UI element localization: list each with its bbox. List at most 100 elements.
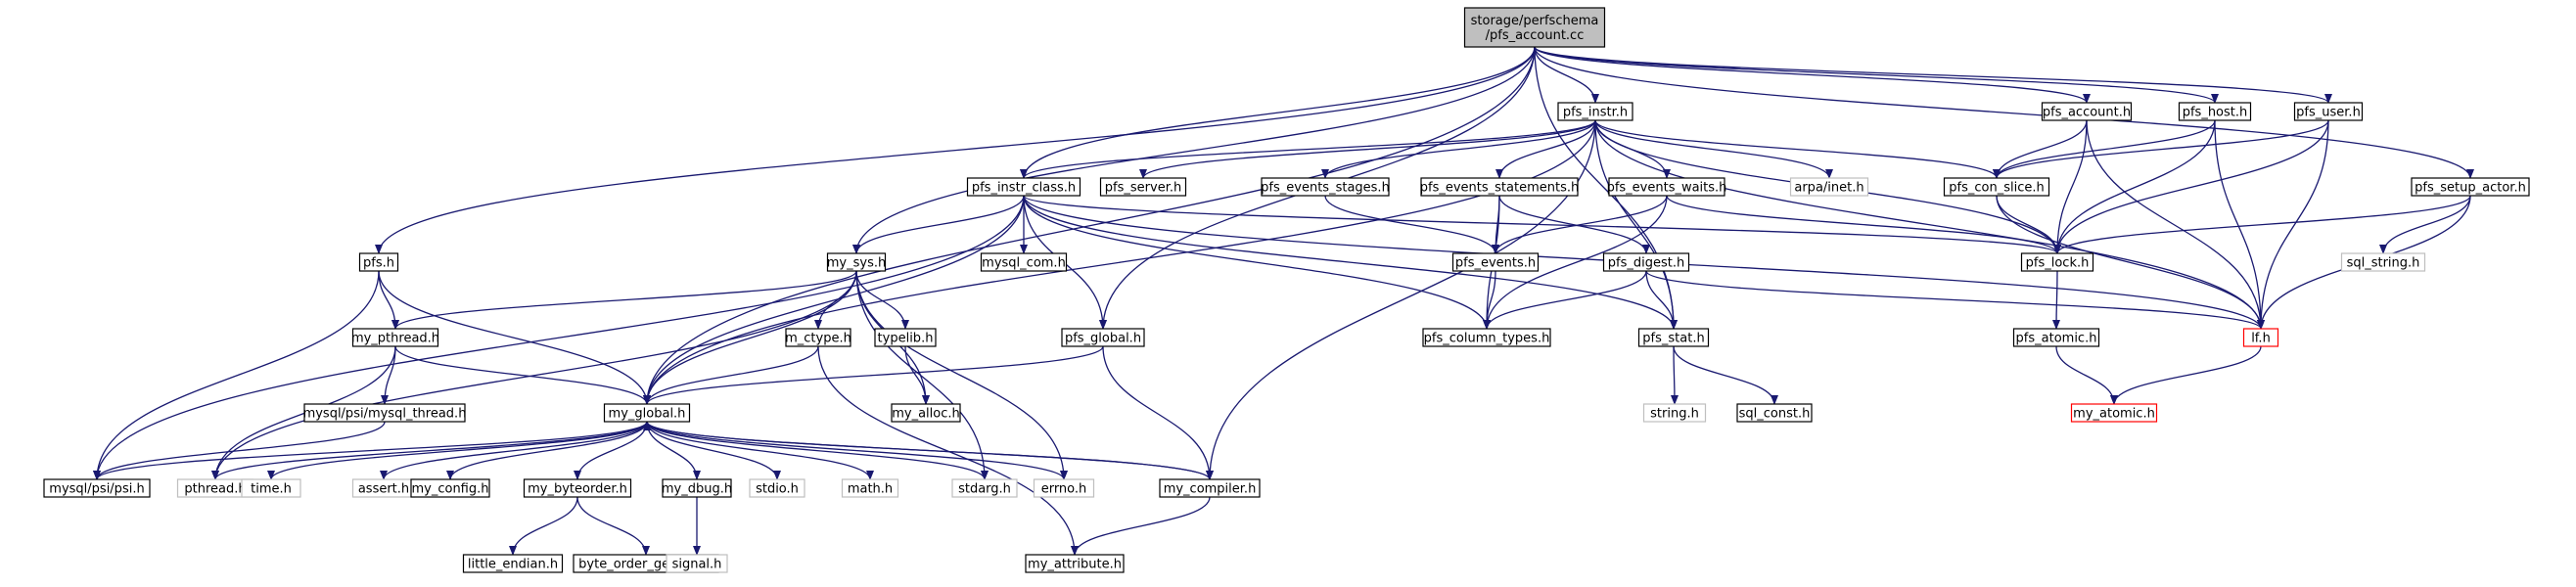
edge-my_global-to-stdarg_h: [646, 421, 989, 480]
node-label: pfs_instr_class.h: [972, 181, 1076, 196]
node-pfs-digest[interactable]: pfs_digest.h: [1602, 252, 1690, 272]
edge-typelib-to-my_alloc: [904, 345, 930, 405]
node-label: stdio.h: [756, 482, 799, 497]
edge-my_global-to-math_h: [646, 421, 874, 480]
node-m-ctype[interactable]: m_ctype.h: [785, 328, 851, 347]
node-pfs-con-slice[interactable]: pfs_con_slice.h: [1943, 177, 2050, 197]
edge-my_global-to-errno_h: [646, 421, 1068, 480]
node-label: string.h: [1650, 407, 1699, 422]
node-label: math.h: [848, 482, 893, 497]
node-pfs-lock[interactable]: pfs_lock.h: [2020, 252, 2094, 272]
node-my-global[interactable]: my_global.h: [603, 403, 691, 423]
node-pfs-user[interactable]: pfs_user.h: [2293, 102, 2364, 121]
edge-pfs_instr-to-pfs_events_statements: [1495, 119, 1596, 179]
edge-my_byteorder-to-byte_order_generic: [576, 496, 650, 556]
node-mysql-com[interactable]: mysql_com.h: [980, 252, 1068, 272]
node-label: pfs_atomic.h: [2016, 332, 2097, 346]
node-label: my_config.h: [411, 482, 488, 497]
node-label: my_atomic.h: [2073, 407, 2155, 422]
node-label: pfs_column_types.h: [1424, 332, 1550, 346]
node-pfs-stat[interactable]: pfs_stat.h: [1637, 328, 1710, 347]
edge-mysql_psi_thread-to-psi: [93, 421, 386, 480]
node-label: pfs_events_waits.h: [1607, 181, 1727, 196]
node-psi[interactable]: mysql/psi/psi.h: [43, 478, 151, 498]
edge-pfs_instr-to-pfs_con_slice: [1594, 119, 2001, 179]
node-pfs-setup-actor[interactable]: pfs_setup_actor.h: [2411, 177, 2530, 197]
node-little-endian[interactable]: little_endian.h: [462, 554, 564, 573]
edge-pfs_events_waits-to-pfs_events: [1492, 195, 1668, 254]
node-label: mysql_com.h: [982, 256, 1066, 271]
node-my-sys[interactable]: my_sys.h: [827, 252, 886, 272]
edge-pfs_instr_class-to-my_sys: [852, 195, 1025, 254]
node-label: my_compiler.h: [1164, 482, 1257, 497]
edge-pfs_events_statements-to-pfs_digest: [1498, 195, 1650, 254]
node-root[interactable]: storage/perfschema/pfs_account.cc: [1463, 7, 1606, 48]
edge-pfs_global-to-my_compiler: [1102, 345, 1214, 480]
node-label: time.h: [251, 482, 292, 497]
node-my-alloc[interactable]: my_alloc.h: [891, 403, 961, 423]
edge-my_global-to-pthread_h: [211, 421, 648, 480]
node-pfs-instr-class[interactable]: pfs_instr_class.h: [966, 177, 1081, 197]
node-my-dbug[interactable]: my_dbug.h: [662, 478, 732, 498]
node-label: pfs_global.h: [1065, 332, 1141, 346]
edge-my_pthread-to-my_global: [394, 345, 651, 405]
node-label: pthread.h: [184, 482, 246, 497]
edge-my_global-to-assert_h: [380, 421, 648, 480]
node-pfs-account[interactable]: pfs_account.h: [2041, 102, 2133, 121]
node-label: lf.h: [2251, 332, 2271, 346]
node-pfs-events-stages[interactable]: pfs_events_stages.h: [1261, 177, 1390, 197]
node-label: my_alloc.h: [892, 407, 960, 422]
node-label: my_byteorder.h: [528, 482, 627, 497]
edge-my_global-to-my_config: [446, 421, 648, 480]
node-label: my_attribute.h: [1028, 558, 1122, 572]
edge-root-to-pfs_setup_actor: [1534, 46, 2474, 179]
edge-my_sys-to-stdarg_h: [855, 270, 989, 480]
edge-root-to-pfs_instr: [1534, 46, 1599, 104]
edge-my_sys-to-typelib: [855, 270, 909, 330]
edge-pfs_account-to-pfs_con_slice: [1993, 119, 2088, 179]
edge-pfs_instr_class-to-my_global: [643, 195, 1025, 405]
edge-pfs_instr-to-pfs_instr_class: [1020, 119, 1596, 179]
edge-m_ctype-to-my_attribute: [817, 345, 1079, 556]
node-pfs-global[interactable]: pfs_global.h: [1061, 328, 1145, 347]
node-pfs[interactable]: pfs.h: [358, 252, 399, 272]
node-layer: storage/perfschema/pfs_account.cc pfs_ins…: [43, 7, 2530, 573]
node-sql-const[interactable]: sql_const.h: [1736, 403, 1813, 423]
node-label: pfs_user.h: [2296, 106, 2361, 120]
node-my-atomic[interactable]: my_atomic.h: [2070, 403, 2158, 423]
node-typelib[interactable]: typelib.h: [874, 328, 937, 347]
node-lf[interactable]: lf.h: [2242, 328, 2279, 347]
node-pfs-events-waits[interactable]: pfs_events_waits.h: [1607, 177, 1727, 197]
node-label: mysql/psi/mysql_thread.h: [303, 407, 467, 422]
node-label: storage/perfschema: [1471, 14, 1599, 28]
node-my-attribute[interactable]: my_attribute.h: [1025, 554, 1125, 573]
edge-root-to-pfs_user: [1534, 46, 2332, 104]
edge-pfs_user-to-lf: [2257, 119, 2329, 330]
node-label: pfs_lock.h: [2026, 256, 2090, 271]
node-label: my_dbug.h: [662, 482, 732, 497]
node-pfs-atomic[interactable]: pfs_atomic.h: [2012, 328, 2100, 347]
node-pfs-events-statements[interactable]: pfs_events_statements.h: [1420, 177, 1579, 197]
edge-pfs_instr-to-pfs_stat: [1594, 119, 1678, 330]
node-pfs-host[interactable]: pfs_host.h: [2178, 102, 2252, 121]
edge-my_global-to-time_h: [267, 421, 648, 480]
node-my-config[interactable]: my_config.h: [410, 478, 490, 498]
edge-my_sys-to-errno_h: [855, 270, 1068, 480]
node-pfs-column-types[interactable]: pfs_column_types.h: [1422, 328, 1551, 347]
node-pfs-server[interactable]: pfs_server.h: [1099, 177, 1187, 197]
node-pfs-instr[interactable]: pfs_instr.h: [1557, 102, 1633, 121]
node-stdio-h: stdio.h: [749, 478, 805, 498]
edge-pfs_instr_class-to-pfs_lock: [1023, 195, 2061, 254]
edge-pfs_setup_actor-to-sql_string: [2379, 195, 2471, 254]
node-mysql-psi-thread[interactable]: mysql/psi/mysql_thread.h: [303, 403, 467, 423]
node-my-byteorder[interactable]: my_byteorder.h: [523, 478, 632, 498]
node-sql-string: sql_string.h: [2340, 252, 2426, 272]
node-errno-h: errno.h: [1033, 478, 1095, 498]
edge-pfs_instr_class-to-psi: [93, 195, 1025, 480]
edge-root-to-pfs_account: [1534, 46, 2091, 104]
node-my-compiler[interactable]: my_compiler.h: [1159, 478, 1261, 498]
node-label: assert.h: [358, 482, 409, 497]
node-pfs-events[interactable]: pfs_events.h: [1451, 252, 1540, 272]
edge-root-to-my_global: [643, 46, 1536, 405]
node-my-pthread[interactable]: my_pthread.h: [351, 328, 439, 347]
